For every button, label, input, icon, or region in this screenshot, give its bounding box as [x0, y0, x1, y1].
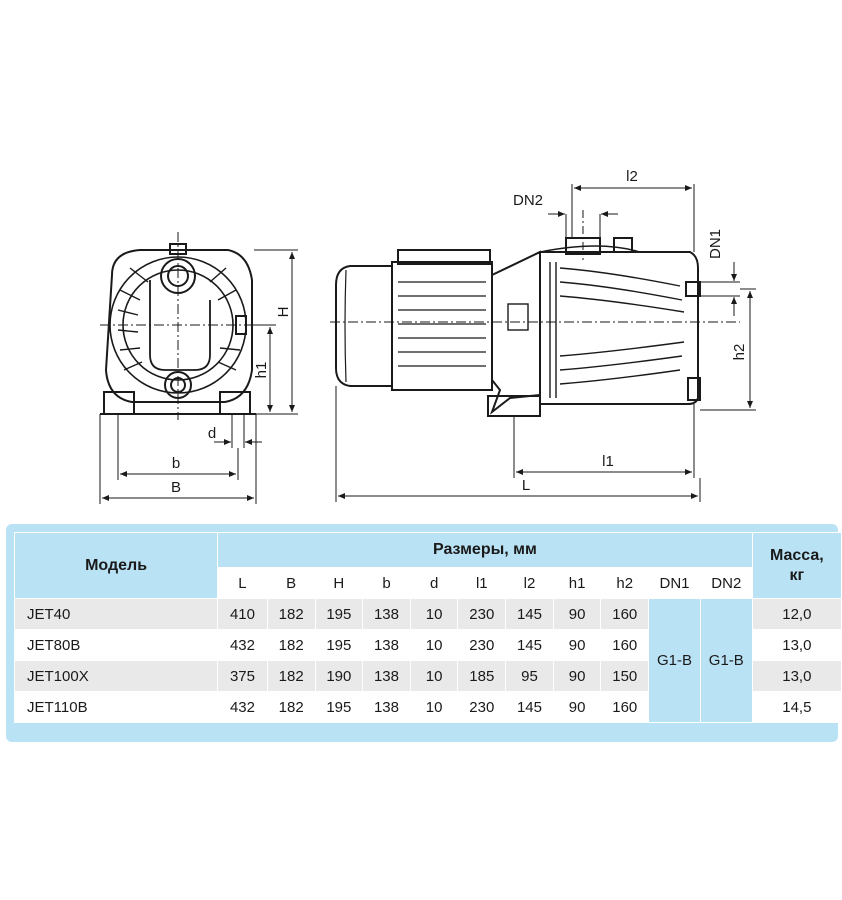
cell-mass: 13,0: [751, 629, 842, 661]
cell-l1: 230: [457, 691, 507, 723]
col-header-d: d: [409, 567, 459, 599]
dim-label-DN1: DN1: [707, 229, 724, 259]
cell-l1: 230: [457, 629, 507, 661]
cell-L: 432: [217, 691, 268, 723]
cell-d: 10: [409, 629, 459, 661]
cell-l2: 95: [505, 660, 554, 692]
dim-label-L: L: [522, 477, 530, 494]
cell-B: 182: [266, 598, 316, 630]
cell-h2: 160: [600, 598, 650, 630]
cell-H: 195: [314, 691, 364, 723]
row-model: JET40: [13, 598, 219, 630]
cell-B: 182: [266, 629, 316, 661]
table-row: JET100X 375 182 190 138 10 185 95 90 150…: [13, 660, 842, 692]
cell-l1: 185: [457, 660, 507, 692]
cell-h1: 90: [552, 629, 602, 661]
pump-dimension-drawing: H h1 d b B DN2 l2 DN1 h2 l1 L: [99, 168, 756, 504]
pump-front-view: [100, 232, 262, 420]
dim-label-DN2: DN2: [513, 192, 543, 209]
col-header-l1: l1: [457, 567, 507, 599]
dim-label-h2: h2: [731, 344, 748, 361]
cell-l1: 230: [457, 598, 507, 630]
dim-label-b: b: [172, 455, 180, 472]
cell-h2: 160: [600, 629, 650, 661]
col-header-b: b: [362, 567, 411, 599]
cell-d: 10: [409, 660, 459, 692]
cell-h1: 90: [552, 598, 602, 630]
cell-h1: 90: [552, 660, 602, 692]
cell-l2: 145: [505, 629, 554, 661]
cell-DN2-merged: G1-B: [699, 598, 753, 723]
table-row: JET110B 432 182 195 138 10 230 145 90 16…: [13, 691, 842, 723]
dimension-subheader-row: L B H b d l1 l2 h1 h2 DN1 DN2: [15, 567, 842, 599]
cell-mass: 14,5: [751, 691, 842, 723]
mass-header-line1: Масса,: [769, 546, 824, 564]
col-header-h2: h2: [600, 567, 650, 599]
cell-d: 10: [409, 598, 459, 630]
col-header-DN1: DN1: [648, 567, 701, 599]
cell-b: 138: [362, 629, 411, 661]
dim-label-B: B: [171, 479, 181, 496]
col-header-h1: h1: [552, 567, 602, 599]
row-model: JET80B: [13, 629, 219, 661]
dim-label-l1: l1: [602, 453, 614, 470]
mass-header-line2: кг: [789, 566, 805, 584]
cell-b: 138: [362, 598, 411, 630]
cell-h2: 150: [600, 660, 650, 692]
model-column-header: Модель: [13, 532, 219, 599]
cell-DN1-merged: G1-B: [648, 598, 701, 723]
cell-L: 410: [217, 598, 268, 630]
cell-H: 195: [314, 598, 364, 630]
col-header-B: B: [266, 567, 316, 599]
cell-mass: 13,0: [751, 660, 842, 692]
spec-table: Модель Размеры, мм Масса, кг L B H b d l…: [13, 532, 842, 723]
cell-L: 432: [217, 629, 268, 661]
col-header-l2: l2: [505, 567, 554, 599]
cell-l2: 145: [505, 691, 554, 723]
cell-mass: 12,0: [751, 598, 842, 630]
dimensions-header: Размеры, мм: [217, 532, 753, 568]
dim-label-l2: l2: [626, 168, 638, 185]
dim-label-d: d: [208, 425, 216, 442]
front-view-dimensions: [99, 249, 298, 504]
cell-h1: 90: [552, 691, 602, 723]
side-view-dimensions: [335, 184, 756, 502]
row-model: JET110B: [13, 691, 219, 723]
dim-label-H: H: [275, 307, 292, 318]
table-row: JET80B 432 182 195 138 10 230 145 90 160…: [13, 629, 842, 661]
spec-table-panel: Модель Размеры, мм Масса, кг L B H b d l…: [6, 524, 842, 742]
cell-B: 182: [266, 660, 316, 692]
cell-h2: 160: [600, 691, 650, 723]
cell-l2: 145: [505, 598, 554, 630]
table-row: JET40 410 182 195 138 10 230 145 90 160 …: [13, 598, 842, 723]
pump-side-view: [330, 210, 740, 417]
cell-H: 190: [314, 660, 364, 692]
cell-d: 10: [409, 691, 459, 723]
cell-b: 138: [362, 660, 411, 692]
dim-label-h1: h1: [253, 362, 270, 379]
cell-B: 182: [266, 691, 316, 723]
cell-L: 375: [217, 660, 268, 692]
mass-column-header: Масса, кг: [751, 532, 842, 599]
cell-b: 138: [362, 691, 411, 723]
cell-H: 195: [314, 629, 364, 661]
col-header-DN2: DN2: [699, 567, 753, 599]
col-header-H: H: [314, 567, 364, 599]
col-header-L: L: [217, 567, 268, 599]
row-model: JET100X: [13, 660, 219, 692]
